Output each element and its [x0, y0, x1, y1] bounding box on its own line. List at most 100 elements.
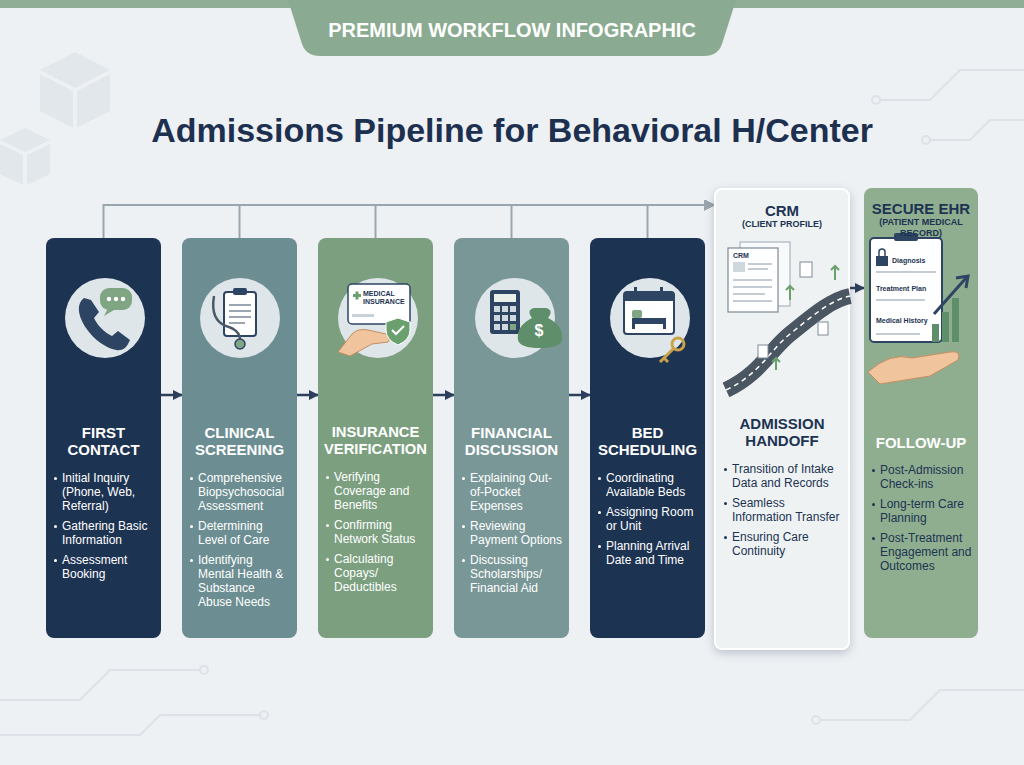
crm-road-icon — [733, 279, 772, 281]
calculator-money-icon — [494, 324, 500, 330]
cube-decoration — [0, 144, 23, 185]
calculator-money-icon — [510, 315, 516, 321]
bullet-item: Transition of Intake Data and Records — [722, 462, 842, 490]
banner-label: PREMIUM WORKFLOW INFOGRAPHIC — [300, 18, 724, 42]
bullet-item: Planning Arrival Date and Time — [596, 539, 699, 567]
record-field: Medical History — [876, 316, 934, 325]
calendar-bed-icon — [624, 292, 674, 334]
ehr-record-icon — [870, 238, 942, 342]
column-heading: ADMISSION HANDOFF — [722, 415, 842, 450]
system-subheading: (CLIENT PROFILE) — [722, 219, 842, 230]
calculator-money-icon — [490, 290, 520, 334]
ehr-record-icon — [932, 324, 939, 342]
crm-road-icon — [733, 286, 772, 288]
flow-arrow — [297, 394, 318, 397]
circuit-decoration — [200, 666, 208, 674]
calendar-bed-icon — [624, 292, 674, 301]
phone-icon — [100, 288, 132, 310]
stethoscope-icon — [224, 292, 256, 336]
cube-decoration — [40, 74, 73, 128]
phone-icon — [121, 297, 125, 301]
column-heading: BED SCHEDULING — [596, 424, 699, 459]
circuit-decoration — [0, 670, 200, 700]
calendar-bed-icon — [664, 358, 668, 362]
merge-connector — [376, 205, 715, 238]
calendar-bed-icon — [660, 348, 674, 362]
bullet-item: Coordinating Available Beds — [596, 471, 699, 499]
flow-arrow — [850, 287, 864, 290]
crm-road-icon — [728, 248, 778, 312]
calculator-money-icon — [494, 306, 500, 312]
bullet-item: Identifying Mental Health & Substance Ab… — [188, 553, 291, 609]
document-label: CRM — [733, 251, 763, 260]
stethoscope-icon — [229, 304, 251, 306]
bullet-item: Post-Admission Check-ins — [870, 463, 972, 491]
calculator-money-icon — [494, 294, 516, 302]
calendar-bed-icon — [632, 310, 642, 318]
crm-road-icon — [726, 242, 850, 390]
stethoscope-icon — [200, 278, 280, 358]
crm-road-icon — [772, 358, 780, 370]
insurance-card-icon — [338, 330, 390, 357]
calculator-money-icon — [502, 324, 508, 330]
ehr-record-icon — [934, 278, 966, 314]
stethoscope-icon — [200, 278, 280, 358]
calendar-bed-icon — [610, 278, 690, 358]
ehr-record-icon — [868, 233, 968, 384]
circuit-decoration — [820, 690, 1024, 720]
circuit-decoration — [872, 96, 880, 104]
calendar-bed-icon — [660, 287, 663, 296]
crm-road-icon — [733, 293, 765, 295]
crm-road-icon — [786, 286, 794, 300]
calendar-bed-icon — [634, 287, 637, 296]
flow-arrow — [161, 394, 182, 397]
column-heading: INSURANCE VERIFICATION — [324, 424, 427, 458]
bullet-item: Determining Level of Care — [188, 519, 291, 547]
record-field: Diagnosis — [892, 256, 940, 265]
calculator-money-icon — [518, 308, 562, 348]
circuit-decoration — [880, 70, 1024, 100]
cube-decoration — [77, 74, 110, 128]
crm-road-icon — [733, 300, 772, 302]
circuit-decoration — [812, 716, 820, 724]
ehr-record-icon — [868, 352, 959, 384]
stethoscope-icon — [235, 339, 245, 349]
bullet-item: Initial Inquiry (Phone, Web, Referral) — [52, 471, 155, 513]
cube-decoration — [27, 144, 50, 185]
bullet-item: Post-Treatment Engagement and Outcomes — [870, 531, 972, 573]
calculator-money-icon — [475, 278, 562, 358]
ehr-record-icon — [879, 249, 885, 256]
ehr-record-icon — [956, 276, 968, 288]
stethoscope-icon — [229, 310, 251, 312]
calculator-money-icon — [510, 324, 516, 330]
crm-road-icon — [818, 322, 828, 335]
phone-icon — [65, 278, 145, 358]
bullet-item: Gathering Basic Information — [52, 519, 155, 547]
crm-road-icon — [748, 268, 768, 270]
ehr-record-icon — [942, 312, 949, 342]
currency-symbol: $ — [529, 322, 549, 340]
insurance-card-icon — [356, 292, 359, 300]
circuit-decoration — [0, 715, 260, 735]
stethoscope-icon — [213, 296, 240, 340]
bullet-item: Assessment Booking — [52, 553, 155, 581]
crm-road-icon — [748, 263, 772, 265]
bullet-item: Explaining Out-of-Pocket Expenses — [460, 471, 563, 513]
circuit-decoration — [260, 711, 268, 719]
merge-connector — [512, 205, 715, 238]
calendar-bed-icon — [663, 324, 666, 329]
crm-road-icon — [831, 266, 839, 280]
diagram-title: Admissions Pipeline for Behavioral H/Cen… — [0, 110, 1024, 150]
flow-arrow — [433, 394, 454, 397]
calendar-bed-icon — [632, 324, 635, 329]
bullet-item: Verifying Coverage and Benefits — [324, 470, 427, 512]
merge-connector — [240, 205, 715, 238]
column-heading: FOLLOW-UP — [870, 434, 972, 451]
circuit-decoration — [930, 120, 1024, 140]
phone-icon — [104, 308, 114, 316]
bullet-item: Seamless Information Transfer — [722, 496, 842, 524]
bullet-item: Reviewing Payment Options — [460, 519, 563, 547]
bullet-item: Long-term Care Planning — [870, 497, 972, 525]
phone-icon — [107, 297, 111, 301]
calculator-money-icon — [502, 315, 508, 321]
